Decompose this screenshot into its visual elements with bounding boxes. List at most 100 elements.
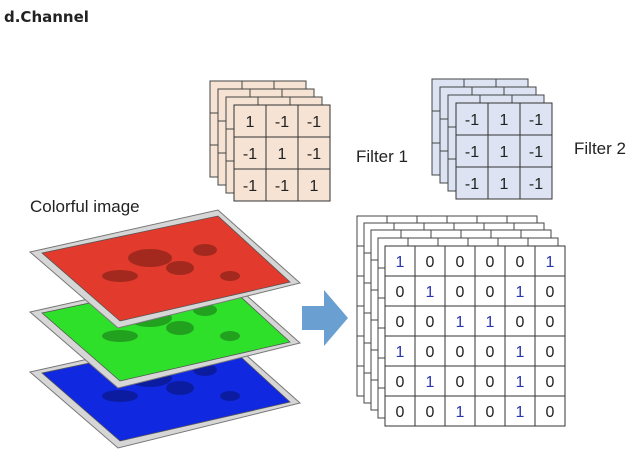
output-cell-value: 0 — [426, 344, 435, 361]
output-cell: 0 — [414, 395, 446, 427]
output-cell-value: 0 — [546, 314, 555, 331]
output-cell-value: 0 — [546, 284, 555, 301]
filter1-stack: 1 -1 -1 -1 1 -1 -1 -1 1 — [209, 80, 331, 202]
output-cell: 0 — [504, 305, 536, 337]
output-cell: 0 — [444, 365, 476, 397]
output-cell: 0 — [474, 335, 506, 367]
filter1-cell-value: -1 — [275, 114, 289, 131]
filter2-cell: -1 — [455, 166, 489, 200]
filter2-cell-value: -1 — [465, 144, 479, 161]
output-cell-value: 0 — [516, 254, 525, 271]
output-cell-value: 0 — [486, 344, 495, 361]
filter2-cell: -1 — [519, 166, 553, 200]
filter1-cell: -1 — [265, 104, 299, 138]
output-cell-value: 1 — [426, 284, 435, 301]
filter1-cell-value: 1 — [246, 114, 255, 131]
output-cell-value: 0 — [456, 284, 465, 301]
filter1-cell: 1 — [265, 136, 299, 170]
filter2-cell: -1 — [455, 134, 489, 168]
output-cell: 0 — [534, 335, 566, 367]
output-cell: 0 — [444, 275, 476, 307]
filter1-cell-value: 1 — [278, 146, 287, 163]
output-cell: 1 — [384, 335, 416, 367]
output-cell-value: 1 — [516, 344, 525, 361]
filter1-cell-value: -1 — [275, 178, 289, 195]
output-cell: 0 — [444, 335, 476, 367]
output-cell-value: 0 — [546, 404, 555, 421]
filter2-cell-value: 1 — [500, 144, 509, 161]
filter2-cell: 1 — [487, 102, 521, 136]
output-cell: 1 — [504, 275, 536, 307]
filter2-stack: -1 1 -1 -1 1 -1 -1 1 -1 — [431, 78, 553, 200]
output-cell-value: 0 — [486, 254, 495, 271]
output-cell-value: 0 — [546, 374, 555, 391]
filter2-cell-value: 1 — [500, 176, 509, 193]
output-cell: 1 — [504, 365, 536, 397]
right-arrow-icon — [302, 290, 348, 346]
filter1-label: Filter 1 — [356, 147, 408, 166]
filter2-cell-value: -1 — [529, 144, 543, 161]
output-cell: 1 — [444, 395, 476, 427]
output-cell: 0 — [384, 305, 416, 337]
output-cell: 0 — [504, 245, 536, 277]
filter1-cell-value: -1 — [243, 146, 257, 163]
output-cell: 1 — [384, 245, 416, 277]
filter1-cell: 1 — [297, 168, 331, 202]
output-cell: 1 — [444, 305, 476, 337]
filter2-cell-value: -1 — [529, 112, 543, 129]
output-cell: 1 — [414, 275, 446, 307]
filter2-cell-value: -1 — [465, 176, 479, 193]
filter1-cell-value: -1 — [307, 146, 321, 163]
output-cell: 0 — [474, 365, 506, 397]
output-cell-value: 0 — [516, 314, 525, 331]
output-cell-value: 1 — [486, 314, 495, 331]
output-cell-value: 1 — [456, 404, 465, 421]
output-cell-value: 0 — [396, 374, 405, 391]
output-cell-value: 0 — [486, 284, 495, 301]
output-cell-value: 0 — [396, 404, 405, 421]
filter2-cell-value: -1 — [465, 112, 479, 129]
filter2-label: Filter 2 — [574, 139, 626, 158]
output-cell-value: 1 — [396, 344, 405, 361]
filter2-cell: 1 — [487, 134, 521, 168]
output-cell: 0 — [474, 395, 506, 427]
filter1-cell: 1 — [233, 104, 267, 138]
output-cell-value: 0 — [396, 314, 405, 331]
filter1-cell: -1 — [297, 104, 331, 138]
output-cell-value: 0 — [426, 314, 435, 331]
output-cell: 0 — [534, 395, 566, 427]
output-cell-value: 1 — [546, 254, 555, 271]
output-cell: 1 — [534, 245, 566, 277]
filter1-cell: -1 — [265, 168, 299, 202]
red-channel-layer — [28, 209, 302, 329]
output-cell-value: 0 — [486, 404, 495, 421]
output-cell: 0 — [384, 365, 416, 397]
filter1-cell-value: 1 — [310, 178, 319, 195]
colorful-image-label: Colorful image — [30, 197, 140, 216]
output-cell: 0 — [414, 335, 446, 367]
output-cell-value: 1 — [516, 404, 525, 421]
output-cell: 0 — [414, 245, 446, 277]
output-cell-value: 1 — [516, 374, 525, 391]
filter2-cell: 1 — [487, 166, 521, 200]
output-cell-value: 0 — [486, 374, 495, 391]
filter1-cell: -1 — [233, 168, 267, 202]
output-cell: 0 — [534, 275, 566, 307]
output-cell-value: 0 — [426, 254, 435, 271]
output-cell-value: 1 — [426, 374, 435, 391]
filter2-cell: -1 — [455, 102, 489, 136]
output-cell-value: 1 — [516, 284, 525, 301]
output-cell-value: 1 — [396, 254, 405, 271]
output-cell: 0 — [384, 395, 416, 427]
filter2-cell-value: 1 — [500, 112, 509, 129]
output-cell: 0 — [384, 275, 416, 307]
output-cell: 1 — [474, 305, 506, 337]
output-cell: 0 — [534, 305, 566, 337]
output-cell: 1 — [504, 335, 536, 367]
output-cell: 0 — [474, 275, 506, 307]
output-cell-value: 0 — [546, 344, 555, 361]
output-cell-value: 0 — [456, 254, 465, 271]
filter1-cell: -1 — [297, 136, 331, 170]
